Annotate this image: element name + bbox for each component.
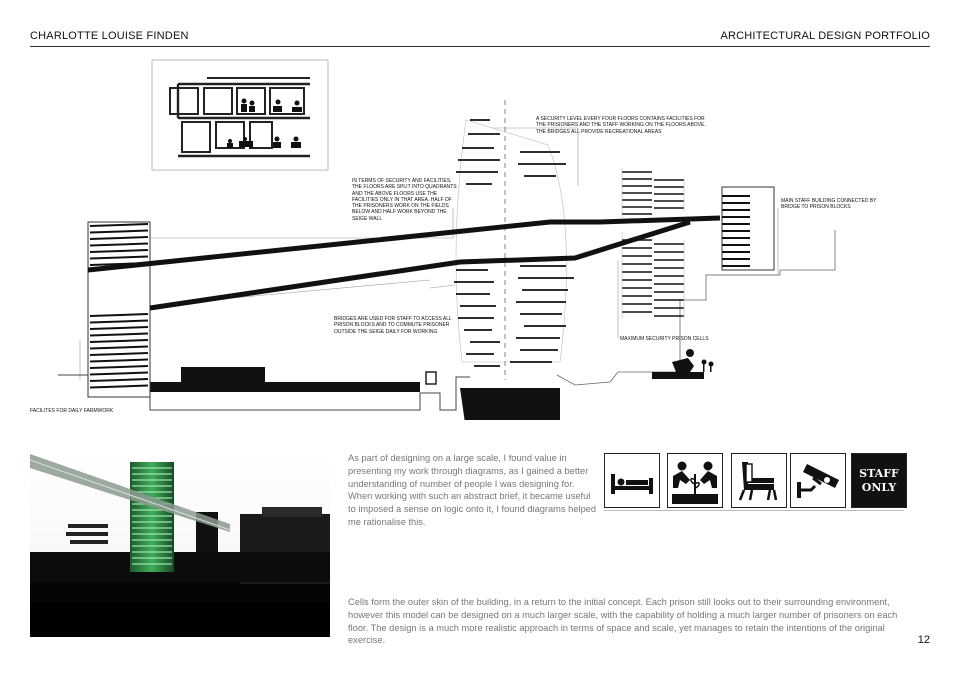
quadrant-diagram: [151, 59, 329, 171]
leader-lines: [79, 127, 779, 380]
gardening-icon: [667, 453, 723, 508]
header-divider: [30, 46, 930, 47]
quadrants-note: IN TERMS OF SECURITY AND FACILITIES, THE…: [352, 178, 457, 222]
model-render: [30, 452, 330, 637]
cctv-camera-icon: [790, 453, 846, 508]
staff-only-sign: STAFF ONLY: [851, 453, 907, 508]
staff-only-line1: STAFF: [859, 467, 899, 480]
icons-divider: [604, 510, 904, 511]
bridges: [87, 215, 721, 311]
author-name: CHARLOTTE LOUISE FINDEN: [30, 30, 189, 42]
farmwork-note: FACILITES FOR DAILY FARMWORK: [30, 408, 114, 414]
main-staff-building: [721, 186, 775, 271]
right-prison-towers: [621, 168, 685, 318]
security-level-note: A SECURITY LEVEL EVERY FOUR FLOORS CONTA…: [536, 116, 706, 135]
armchair-icon: [731, 453, 787, 508]
staff-only-line2: ONLY: [861, 481, 897, 494]
portfolio-title: ARCHITECTURAL DESIGN PORTFOLIO: [720, 30, 930, 42]
prisoner-gardening-pictogram: [652, 349, 714, 379]
concept-paragraph: Cells form the outer skin of the buildin…: [348, 597, 898, 646]
ground-line: [58, 230, 836, 411]
left-prison-tower: [87, 221, 151, 398]
central-prison-tower: [454, 100, 574, 420]
intro-paragraph: As part of designing on a large scale, I…: [348, 453, 597, 528]
max-security-note: MAXIMUM SECURITY PRISON CELLS: [620, 336, 709, 342]
main-staff-note: MAIN STAFF BUILDING CONNECTED BY BRIDGE …: [781, 198, 877, 211]
section-drawing: [58, 59, 836, 420]
bed-icon: [604, 453, 660, 508]
bridges-note: BRIDGES ARE USED FOR STAFF TO ACCESS ALL…: [334, 316, 452, 335]
page-number: 12: [917, 634, 930, 646]
